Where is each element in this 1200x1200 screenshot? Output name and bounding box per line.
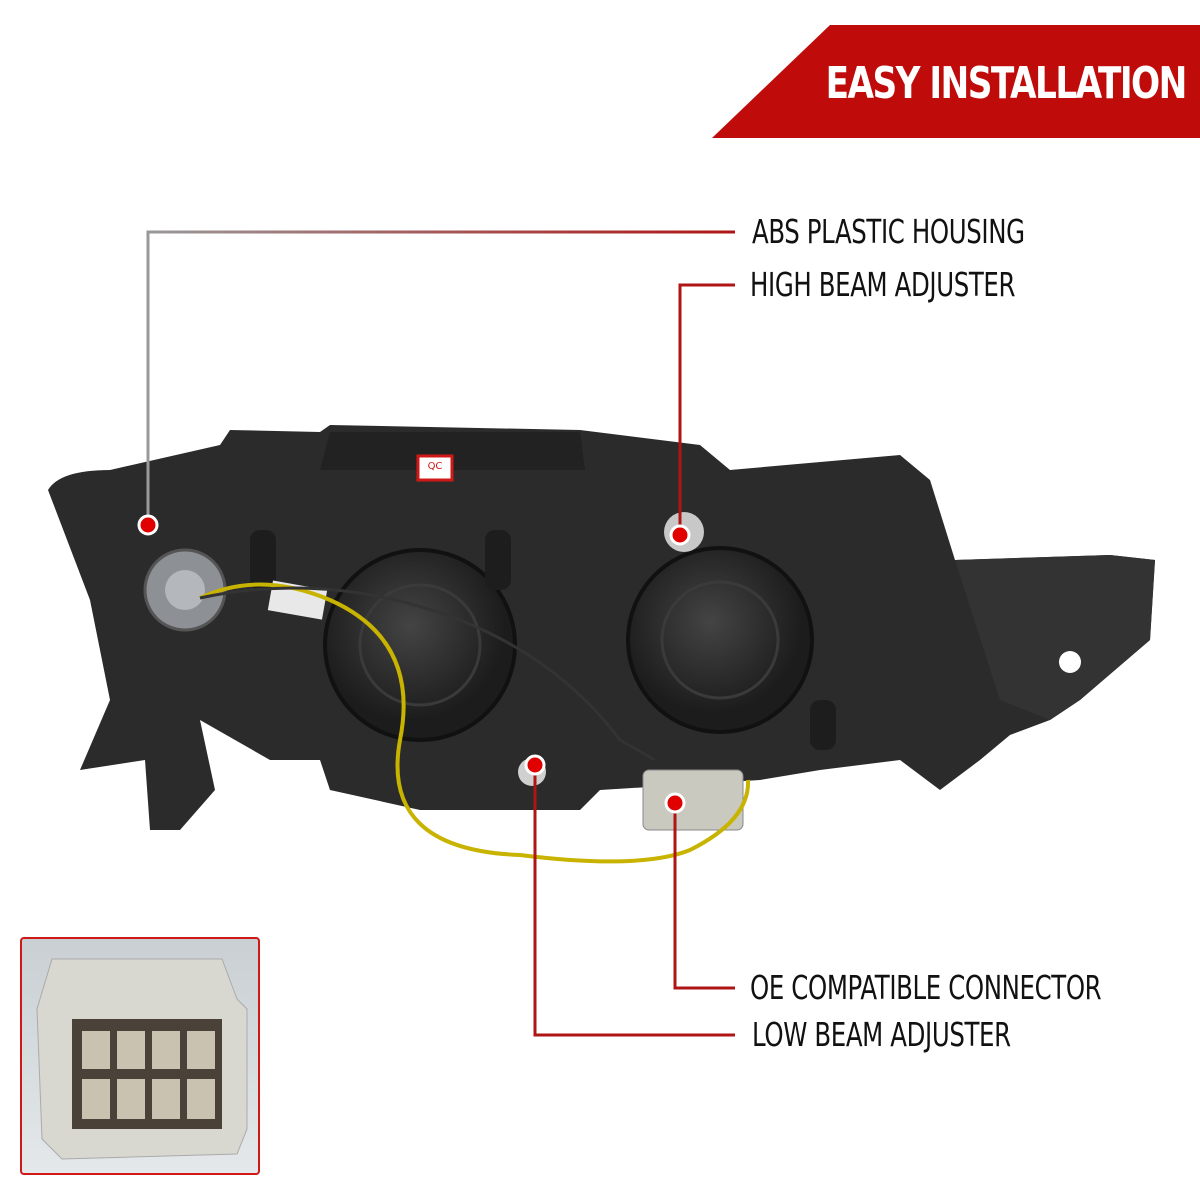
callout-dots	[137, 514, 691, 814]
callout-low-beam-adjuster: LOW BEAM ADJUSTER	[752, 1015, 1011, 1054]
yellow-wire	[199, 582, 751, 864]
black-wire	[199, 586, 656, 762]
callout-oe-connector: OE COMPATIBLE CONNECTOR	[750, 968, 1102, 1007]
oe-connector	[642, 769, 744, 831]
low-beam-cap	[323, 548, 517, 742]
callout-abs-housing: ABS PLASTIC HOUSING	[752, 212, 1025, 251]
connector-closeup-inset	[20, 937, 260, 1175]
high-beam-cap	[626, 546, 814, 734]
callout-high-beam-adjuster: HIGH BEAM ADJUSTER	[750, 265, 1016, 304]
banner-title: EASY INSTALLATION	[825, 58, 1188, 109]
connector-closeup-image	[36, 958, 248, 1160]
headlight-housing	[48, 425, 1155, 830]
qc-sticker: QC	[428, 461, 443, 472]
banner-background	[712, 25, 1200, 138]
